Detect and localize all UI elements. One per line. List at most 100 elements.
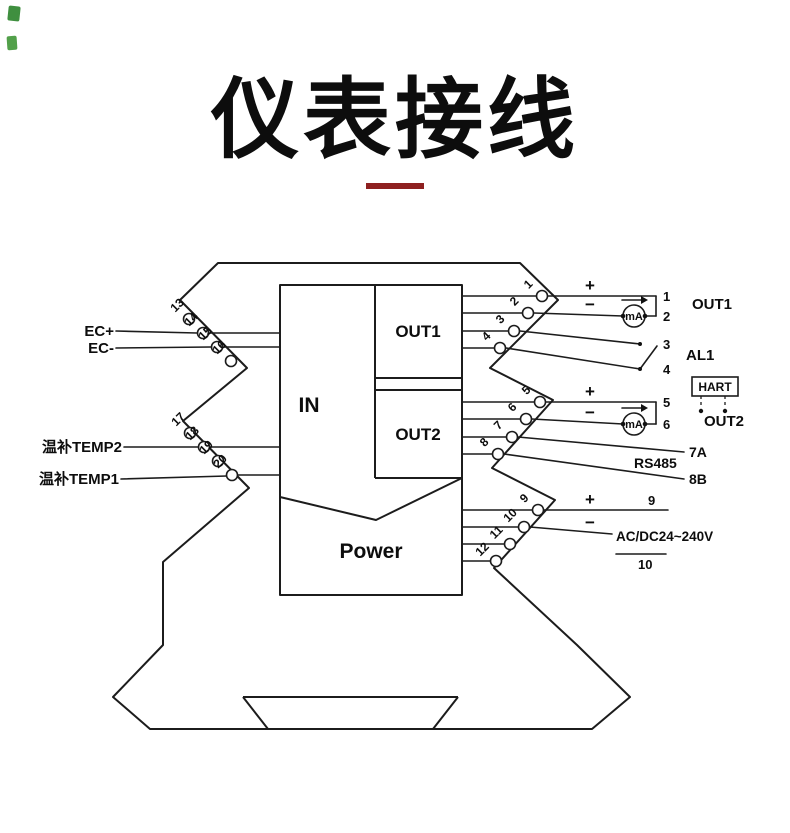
terminal-11 [503,537,517,551]
left-input-labels: EC+ EC- 温补TEMP2 温补TEMP1 [39,323,122,488]
junction-dot [722,408,728,414]
out2-plus-sign: + [585,382,595,401]
terminal-number: 7 [491,418,506,433]
junction-dot [638,342,642,346]
page-title: 仪表接线 [210,70,579,169]
title-underline [366,183,424,189]
ma-meter-label: mA [625,311,643,323]
ec-minus-label: EC- [88,340,114,357]
terminal-16 [224,354,238,368]
terminal-circles [182,289,549,568]
terminal-number: 20 [210,451,230,471]
terminal-3 [507,324,521,338]
power-plus-sign: + [585,490,595,509]
current-arrow-head-icon [641,296,648,304]
ec-plus-label: EC+ [84,323,114,340]
terminal-number: 9 [517,491,532,506]
terminal-17 [183,426,197,440]
out1-term2: 2 [663,309,670,324]
wires-right-internal [461,295,537,562]
out2-label: OUT2 [704,413,744,430]
power-term9: 9 [648,493,655,508]
rs485-term7a: 7A [689,444,707,460]
wire [120,475,228,480]
al1-term4: 4 [663,362,671,377]
temp2-label: 温补TEMP2 [42,438,122,456]
power-voltage-label: AC/DC24~240V [616,529,713,544]
power-term10: 10 [638,557,652,572]
terminal-number: 10 [500,505,520,525]
current-arrow-head-icon [641,404,648,412]
rs485-term8b: 8B [689,471,707,487]
terminal-number: 18 [182,423,202,443]
power-divider [279,477,463,521]
al1-term3: 3 [663,337,670,352]
terminal-number: 15 [195,323,215,343]
hart-box [691,376,739,397]
power-minus-sign: − [585,513,595,532]
terminal-2 [521,306,535,320]
terminal-number: 19 [196,437,216,457]
rs485-label: RS485 [634,455,677,471]
external-rs485: 7A 8B RS485 [503,436,707,487]
junction-dot [642,313,648,319]
terminal-15 [210,340,224,354]
junction-dot [642,421,648,427]
wire [115,330,198,334]
terminal-number: 17 [168,409,188,429]
junction-dot [698,408,704,414]
terminal-18 [197,440,211,454]
terminal-number: 3 [493,312,508,327]
terminal-number: 11 [487,523,506,542]
out2-term5: 5 [663,395,670,410]
out1-term1: 1 [663,289,670,304]
out1-plus-sign: + [585,276,595,295]
block-out2-label: OUT2 [395,425,440,444]
block-power-label: Power [339,540,402,563]
temp1-label: 温补TEMP1 [39,470,119,488]
wire [531,418,624,425]
terminal-8 [491,447,505,461]
wire [505,347,641,370]
external-out1: mA + − 1 2 OUT1 [533,276,732,328]
relay-contact-icon [639,345,658,370]
terminal-4 [493,341,507,355]
terminal-9 [531,503,545,517]
external-al1: 3 4 AL1 [505,330,714,377]
main-block [279,284,463,596]
external-out2: mA + − 5 6 OUT2 HART [531,376,744,436]
wire [517,436,685,453]
block-out1-label: OUT1 [395,322,440,341]
terminal-10 [517,520,531,534]
terminal-5 [533,395,547,409]
din-foot-lines [242,696,459,730]
terminal-7 [505,430,519,444]
wire [519,330,641,345]
junction-dot [620,421,626,427]
terminal-19 [211,454,225,468]
terminal-12 [489,554,503,568]
terminal-13 [182,312,196,326]
al1-label: AL1 [686,347,714,364]
terminal-number: 14 [181,309,201,329]
junction-dot [620,313,626,319]
out1-label: OUT1 [692,296,732,313]
terminal-14 [196,326,210,340]
external-power: + − 9 AC/DC24~240V 10 [529,490,713,572]
terminal-number: 13 [167,295,187,315]
out1-minus-sign: − [585,295,595,314]
center-blocks: IN OUT1 OUT2 Power [279,284,463,596]
ma-meter-label: mA [625,419,643,431]
block-in-label: IN [299,394,320,417]
wire [115,346,212,349]
junction-dot [638,367,642,371]
terminal-1 [535,289,549,303]
terminal-20 [225,468,239,482]
wire [503,453,685,480]
wire [533,312,624,317]
terminal-number: 16 [209,337,229,357]
out2-term6: 6 [663,417,670,432]
terminal-number: 1 [521,277,536,292]
